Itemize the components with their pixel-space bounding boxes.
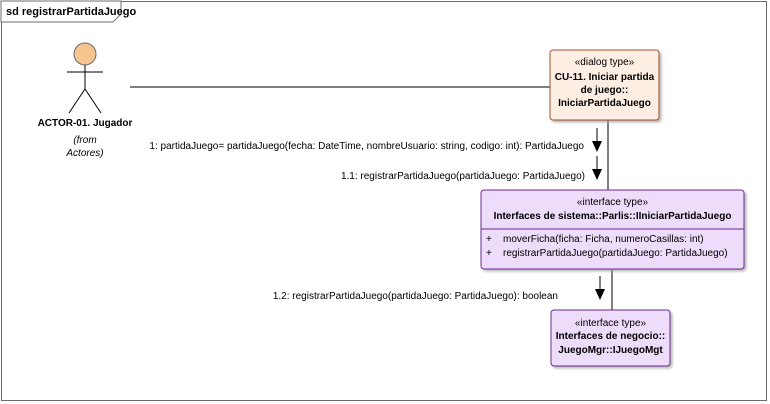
actor-from-line2: Actores) bbox=[65, 148, 103, 159]
actor-head bbox=[73, 42, 97, 66]
operation-visibility: + bbox=[486, 248, 492, 259]
message-1-1-label: 1.1: registrarPartidaJuego(partidaJuego:… bbox=[341, 171, 585, 182]
message-1-2-label: 1.2: registrarPartidaJuego(partidaJuego:… bbox=[273, 291, 558, 302]
dialog-name-line2: de juego:: bbox=[581, 85, 629, 96]
dialog-name-line1: CU-11. Iniciar partida bbox=[555, 72, 655, 83]
interface1-stereotype: «interface type» bbox=[577, 197, 649, 208]
frame-label-tab: sd registrarPartidaJuego bbox=[0, 0, 136, 23]
message-1-2-arrow-head bbox=[595, 289, 605, 300]
message-1-arrow-head bbox=[592, 141, 602, 152]
operation-moverficha[interactable]: moverFicha(ficha: Ficha, numeroCasillas:… bbox=[503, 234, 704, 245]
dialog-iniciar-partida[interactable]: «dialog type» CU-11. Iniciar partida de … bbox=[549, 49, 660, 121]
operation-registrarpartidajuego[interactable]: registrarPartidaJuego(partidaJuego: Part… bbox=[503, 248, 728, 259]
actor-left-leg bbox=[68, 88, 86, 114]
dialog-box bbox=[549, 49, 660, 121]
actor-name: ACTOR-01. Jugador bbox=[38, 118, 133, 129]
message-1-2[interactable]: 1.2: registrarPartidaJuego(partidaJuego:… bbox=[273, 276, 605, 302]
actor-from-line1: (from bbox=[73, 135, 96, 146]
actor-jugador[interactable]: ACTOR-01. Jugador (from Actores) bbox=[38, 42, 133, 159]
message-1-label: 1: partidaJuego= partidaJuego(fecha: Dat… bbox=[149, 141, 584, 152]
interface-ijuegomgt[interactable]: «interface type» Interfaces de negocio::… bbox=[550, 309, 671, 367]
message-1-1-arrow-head bbox=[592, 169, 602, 180]
message-1-1[interactable]: 1.1: registrarPartidaJuego(partidaJuego:… bbox=[341, 156, 602, 182]
interface1-name: Interfaces de sistema::Parlis::IIniciarP… bbox=[494, 211, 732, 222]
interface2-name-line1: Interfaces de negocio:: bbox=[556, 331, 665, 342]
interface2-box bbox=[550, 309, 671, 367]
dialog-stereotype: «dialog type» bbox=[575, 57, 635, 68]
interface-iiniciarpartidajuego[interactable]: «interface type» Interfaces de sistema::… bbox=[480, 189, 745, 270]
frame-label: sd registrarPartidaJuego bbox=[6, 6, 136, 18]
interface2-name-line2: JuegoMgr::IJuegoMgt bbox=[558, 345, 663, 356]
dialog-name-line3: IniciarPartidaJuego bbox=[558, 98, 651, 109]
actor-right-leg bbox=[84, 88, 102, 114]
interface2-stereotype: «interface type» bbox=[575, 318, 647, 329]
message-1[interactable]: 1: partidaJuego= partidaJuego(fecha: Dat… bbox=[149, 128, 602, 152]
operation-visibility: + bbox=[486, 234, 492, 245]
